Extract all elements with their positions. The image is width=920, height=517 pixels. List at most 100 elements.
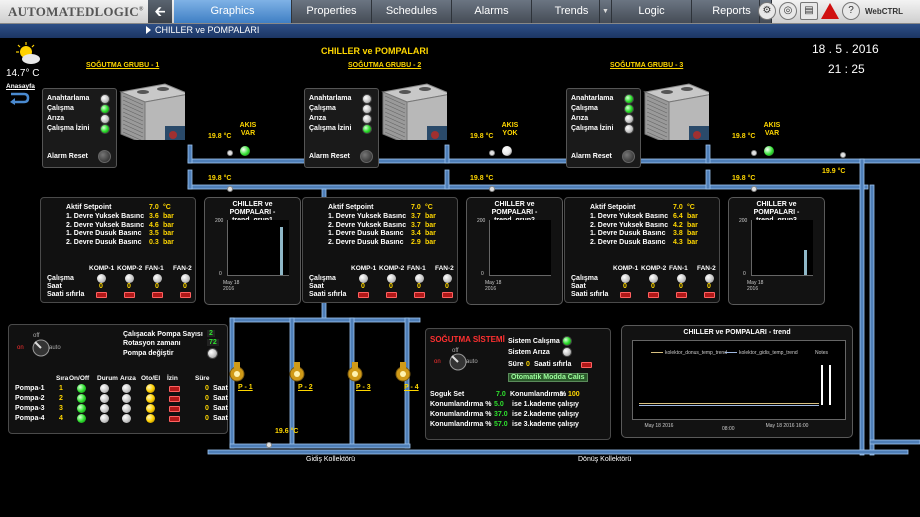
component-reset-button[interactable] [358, 292, 369, 298]
system-mode-switch[interactable] [432, 347, 484, 373]
position-label: Konumlandırma [510, 391, 564, 398]
group-trend-panel[interactable]: CHILLER ve POMPALARI - trend_grup32000Ma… [728, 197, 825, 305]
tab-graphics[interactable]: Graphics [174, 0, 292, 23]
pump-row-seq: 4 [59, 415, 63, 422]
setpoint-value[interactable]: 7.0 [496, 391, 506, 398]
group-title[interactable]: SOĞUTMA GRUBU - 3 [610, 62, 684, 69]
tab-properties[interactable]: Properties [292, 0, 372, 23]
status-led-run [362, 104, 372, 114]
component-header: KOMP-1 [89, 265, 115, 272]
pump-label[interactable]: P - 3 [356, 384, 371, 391]
tab-reports[interactable]: Reports▼ [692, 0, 772, 23]
component-reset-button[interactable] [442, 292, 453, 298]
legend-return-temp: kolektor_donus_temp_trend [665, 350, 727, 356]
supply-temperature: 19.8 °C [208, 133, 232, 140]
chevron-down-icon[interactable]: ▼ [599, 0, 611, 23]
component-reset-button[interactable] [676, 292, 687, 298]
pump-icon[interactable] [392, 362, 414, 386]
pump-permit-button[interactable] [169, 396, 180, 402]
tab-schedules[interactable]: Schedules [372, 0, 452, 23]
pressure-unit: bar [687, 230, 698, 237]
pressure-unit: bar [163, 230, 174, 237]
pressure-unit: bar [687, 221, 698, 229]
back-arrow-icon[interactable]: 🡰 [148, 0, 172, 23]
stage-row-value[interactable]: 37.0 [494, 411, 508, 418]
trend-tick-2: 08:00 [722, 426, 735, 432]
trend-ymax: 200 [739, 218, 748, 224]
pump-fault-led [122, 394, 131, 403]
pressure-label: 2. Devre Yuksek Basınc [66, 221, 145, 229]
pressure-unit: bar [425, 230, 436, 237]
pump-icon[interactable] [344, 362, 366, 386]
alarm-reset-button[interactable] [98, 150, 111, 163]
pump-permit-button[interactable] [169, 416, 180, 422]
home-link[interactable]: Anasayfa [6, 83, 35, 90]
run-row-label: Çalışma [571, 275, 598, 282]
pump-permit-button[interactable] [169, 406, 180, 412]
pump-onoff-led[interactable] [77, 404, 86, 413]
chiller-unit-icon[interactable] [377, 80, 447, 140]
rotation-time-value[interactable]: 72 [207, 339, 219, 346]
chiller-unit-icon[interactable] [115, 80, 185, 140]
component-hours: 0 [183, 283, 187, 290]
component-reset-button[interactable] [648, 292, 659, 298]
group-title[interactable]: SOĞUTMA GRUBU - 1 [86, 62, 160, 69]
stage-row-value[interactable]: 5.0 [494, 401, 504, 408]
run-row-label: Çalışma [309, 275, 336, 282]
pressure-label: 1. Devre Yuksek Basınc [328, 213, 407, 220]
pump-onoff-led[interactable] [77, 414, 86, 423]
group-trend-panel[interactable]: CHILLER ve POMPALARI - trend_grup12000Ma… [204, 197, 301, 305]
pump-label[interactable]: P - 1 [238, 384, 253, 391]
alarm-reset-button[interactable] [622, 150, 635, 163]
active-pump-count-value[interactable]: 2 [207, 330, 215, 337]
component-reset-button[interactable] [386, 292, 397, 298]
system-mode-dropdown[interactable]: Otomatik Modda Calıs [508, 373, 588, 382]
group-title[interactable]: SOĞUTMA GRUBU - 2 [348, 62, 422, 69]
pump-onoff-led[interactable] [77, 384, 86, 393]
pressure-unit: bar [425, 221, 436, 229]
globe-icon[interactable]: ◎ [779, 2, 797, 20]
home-return-icon[interactable] [8, 91, 30, 105]
tab-label: Reports [712, 5, 751, 17]
trend-tick-1: May 18 2016 [644, 423, 674, 429]
component-run-led [677, 274, 686, 283]
trend-ymin: 0 [219, 271, 222, 277]
tab-logic[interactable]: Logic [612, 0, 692, 23]
pump-icon[interactable] [286, 362, 308, 386]
print-icon[interactable]: ▤ [800, 2, 818, 20]
pump-permit-button[interactable] [169, 386, 180, 392]
tab-alarms[interactable]: Alarms [452, 0, 532, 23]
collector-trend-panel[interactable]: CHILLER ve POMPALARI - trend kolektor_do… [621, 325, 853, 438]
tab-trends[interactable]: Trends▼ [532, 0, 612, 23]
component-reset-button[interactable] [152, 292, 163, 298]
settings-gear-icon[interactable]: ⚙ [758, 2, 776, 20]
alarm-reset-button[interactable] [360, 150, 373, 163]
return-collector-label: Dönüş Kollektörü [578, 456, 632, 463]
pump-mode-switch[interactable] [15, 333, 67, 359]
pump-icon[interactable] [226, 362, 248, 386]
alarm-warning-icon[interactable] [821, 3, 839, 19]
pump-label[interactable]: P - 2 [298, 384, 313, 391]
cooling-system-title: SOĞUTMA SİSTEMİ [430, 335, 505, 344]
trend-date: May 18 2016 [223, 280, 240, 292]
component-reset-button[interactable] [414, 292, 425, 298]
pump-change-button[interactable] [207, 348, 218, 359]
pump-label[interactable]: P - 4 [404, 384, 419, 391]
control-label-on: Anahtarlama [309, 95, 352, 102]
component-reset-button[interactable] [704, 292, 715, 298]
component-reset-button[interactable] [96, 292, 107, 298]
help-icon[interactable]: ? [842, 2, 860, 20]
system-reset-button[interactable] [581, 362, 592, 368]
stage-row-value[interactable]: 57.0 [494, 421, 508, 428]
chiller-unit-icon[interactable] [639, 80, 709, 140]
flow-status-label: AKIS YOK [501, 122, 519, 137]
component-hours: 0 [127, 283, 131, 290]
component-reset-button[interactable] [620, 292, 631, 298]
component-reset-button[interactable] [180, 292, 191, 298]
breadcrumb[interactable]: CHILLER ve POMPALARI [155, 25, 260, 35]
group-trend-panel[interactable]: CHILLER ve POMPALARI - trend_grup22000Ma… [466, 197, 563, 305]
pump-onoff-led[interactable] [77, 394, 86, 403]
component-reset-button[interactable] [124, 292, 135, 298]
